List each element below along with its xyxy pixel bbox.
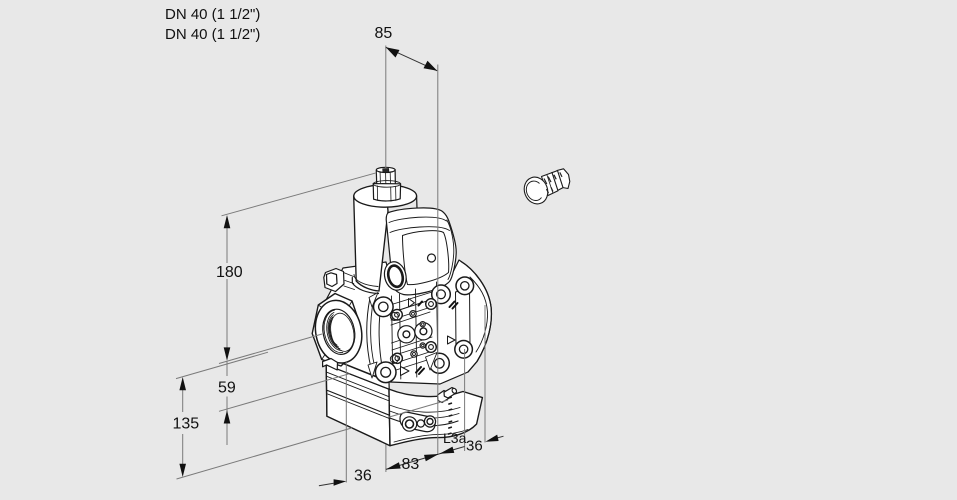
svg-text:L3a: L3a	[443, 430, 467, 446]
svg-text:180: 180	[216, 264, 243, 281]
svg-text:36: 36	[466, 438, 483, 455]
svg-text:59: 59	[218, 380, 236, 397]
svg-text:DN 40 (1 1/2"): DN 40 (1 1/2")	[165, 26, 260, 43]
svg-text:135: 135	[173, 416, 200, 433]
svg-text:36: 36	[354, 468, 372, 485]
svg-text:83: 83	[402, 456, 420, 473]
svg-text:DN 40 (1 1/2"): DN 40 (1 1/2")	[165, 6, 260, 23]
svg-text:85: 85	[375, 25, 393, 42]
